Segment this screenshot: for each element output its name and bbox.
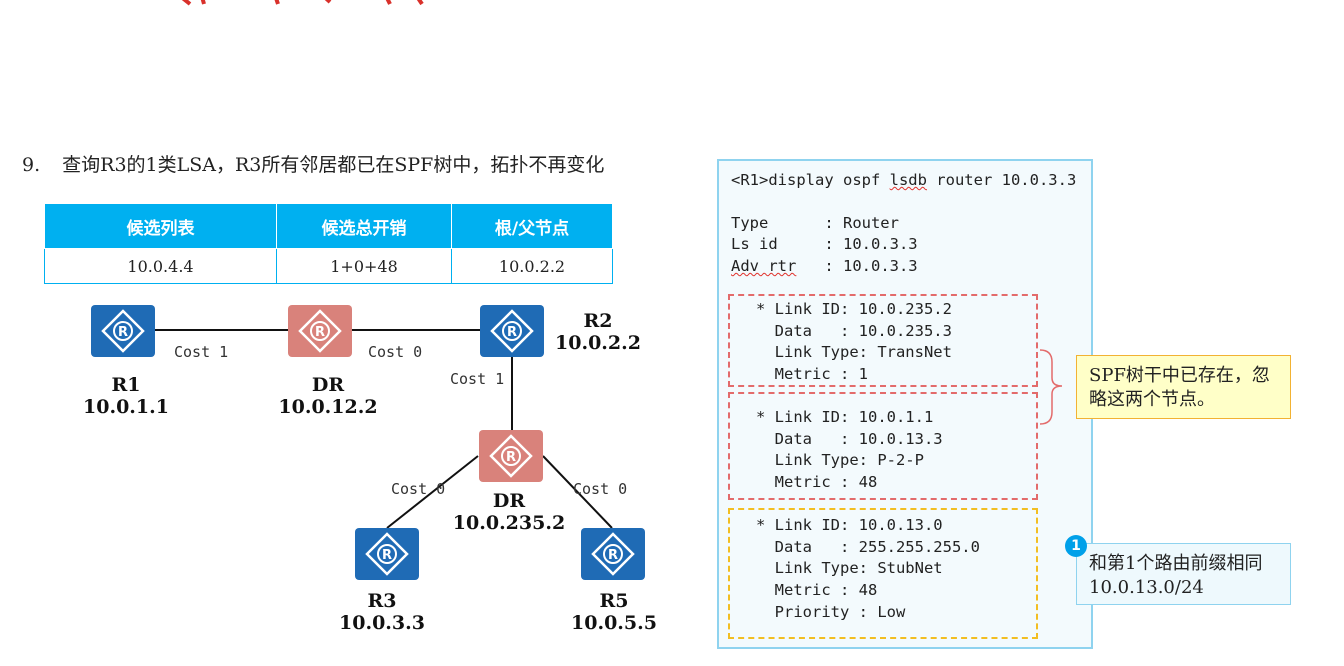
brace-connector xyxy=(1039,349,1063,425)
svg-text:R: R xyxy=(315,325,325,340)
svg-text:R: R xyxy=(118,325,128,340)
link-line: Metric : 1 xyxy=(756,365,868,383)
router-name: DR xyxy=(311,374,345,396)
router-label-r5: R5 10.0.5.5 xyxy=(566,590,662,634)
step-number: 9. xyxy=(22,154,41,176)
router-name: R5 xyxy=(599,590,629,612)
router-label-r3: R3 10.0.3.3 xyxy=(334,590,430,634)
table-header-row: 候选列表 候选总开销 根/父节点 xyxy=(44,203,613,249)
cost-label: Cost 0 xyxy=(368,343,423,361)
router-label-r2: R2 10.0.2.2 xyxy=(552,310,644,354)
table-cell: 1+0+48 xyxy=(276,248,452,284)
link-line: Data : 255.255.255.0 xyxy=(756,538,980,556)
table-row: 10.0.4.4 1+0+48 10.0.2.2 xyxy=(44,248,613,284)
link-line: Link Type: P-2-P xyxy=(756,451,924,469)
link-line: Link Type: StubNet xyxy=(756,559,943,577)
ignore-nodes-callout: SPF树干中已存在，忽略这两个节点。 xyxy=(1076,355,1291,419)
number-badge: 1 xyxy=(1065,535,1087,557)
topology-diagram: R R R R R R R1 10.0.1.1 DR 10.0.12.2 R2 … xyxy=(0,290,700,666)
lsdb-output-panel: <R1>display ospf lsdb router 10.0.3.3 Ty… xyxy=(717,159,1093,649)
link-line: * Link ID: 10.0.13.0 xyxy=(756,516,943,534)
cost-label: Cost 0 xyxy=(391,480,446,498)
topology-links xyxy=(155,329,613,529)
router-id: 10.0.2.2 xyxy=(555,332,641,354)
router-name: R1 xyxy=(111,374,141,396)
router-id: 10.0.3.3 xyxy=(339,612,425,634)
type-line: Type : Router xyxy=(731,214,899,232)
link-box-3 xyxy=(728,508,1038,639)
title-fragment xyxy=(181,0,424,6)
router-id: 10.0.235.2 xyxy=(452,512,566,534)
table-header-candidate-list: 候选列表 xyxy=(44,203,277,249)
router-icon-r5: R xyxy=(581,528,645,580)
link-line: Link Type: TransNet xyxy=(756,343,952,361)
table-cell: 10.0.2.2 xyxy=(451,248,613,284)
lsid-line: Ls id : 10.0.3.3 xyxy=(731,235,918,253)
link-line: Priority : Low xyxy=(756,603,906,621)
link-line: Data : 10.0.13.3 xyxy=(756,430,943,448)
adv-rtr-line: Adv rtr : 10.0.3.3 xyxy=(731,257,918,275)
same-prefix-callout: 和第1个路由前缀相同10.0.13.0/24 xyxy=(1076,543,1291,605)
adv-rtr-value: : 10.0.3.3 xyxy=(796,257,918,275)
router-id: 10.0.1.1 xyxy=(83,396,169,418)
link-box-1 xyxy=(728,294,1038,387)
command-prefix: <R1>display ospf xyxy=(731,171,890,189)
step-heading: 9. 查询R3的1类LSA，R3所有邻居都已在SPF树中，拓扑不再变化 xyxy=(22,150,604,177)
svg-text:R: R xyxy=(506,450,516,465)
command-suffix: router 10.0.3.3 xyxy=(926,171,1077,189)
candidate-table: 候选列表 候选总开销 根/父节点 10.0.4.4 1+0+48 10.0.2.… xyxy=(44,203,613,284)
link-line: * Link ID: 10.0.1.1 xyxy=(756,408,934,426)
step-text: 查询R3的1类LSA，R3所有邻居都已在SPF树中，拓扑不再变化 xyxy=(62,154,605,176)
link-line: * Link ID: 10.0.235.2 xyxy=(756,300,952,318)
router-name: R3 xyxy=(367,590,397,612)
router-label-r1: R1 10.0.1.1 xyxy=(80,374,172,418)
router-icon-r3: R xyxy=(355,528,419,580)
cost-label: Cost 1 xyxy=(174,343,229,361)
router-label-dr-235: DR 10.0.235.2 xyxy=(450,490,568,534)
svg-text:R: R xyxy=(507,325,517,340)
router-icon-dr-12: R xyxy=(288,305,352,357)
link-line: Metric : 48 xyxy=(756,473,878,491)
link-dr235-r5 xyxy=(542,455,613,529)
router-name: DR xyxy=(492,490,526,512)
router-id: 10.0.12.2 xyxy=(278,396,378,418)
cost-label: Cost 0 xyxy=(573,480,628,498)
link-box-2 xyxy=(728,392,1038,500)
table-header-root-parent: 根/父节点 xyxy=(451,203,613,249)
router-icon-r1: R xyxy=(91,305,155,357)
router-id: 10.0.5.5 xyxy=(571,612,657,634)
cost-label: Cost 1 xyxy=(450,370,505,388)
svg-text:R: R xyxy=(608,548,618,563)
link-line: Metric : 48 xyxy=(756,581,878,599)
table-header-total-cost: 候选总开销 xyxy=(276,203,452,249)
command-keyword: lsdb xyxy=(889,171,927,189)
table-cell: 10.0.4.4 xyxy=(44,248,277,284)
link-dr235-r3 xyxy=(386,455,479,529)
router-label-dr-12: DR 10.0.12.2 xyxy=(270,374,386,418)
router-icon-r2: R xyxy=(480,305,544,357)
svg-text:R: R xyxy=(382,548,392,563)
router-icon-dr-235: R xyxy=(479,430,543,482)
link-line: Data : 10.0.235.3 xyxy=(756,322,952,340)
adv-rtr-key: Adv rtr xyxy=(731,257,797,275)
command-line: <R1>display ospf lsdb router 10.0.3.3 xyxy=(731,171,1076,189)
router-name: R2 xyxy=(583,310,613,332)
